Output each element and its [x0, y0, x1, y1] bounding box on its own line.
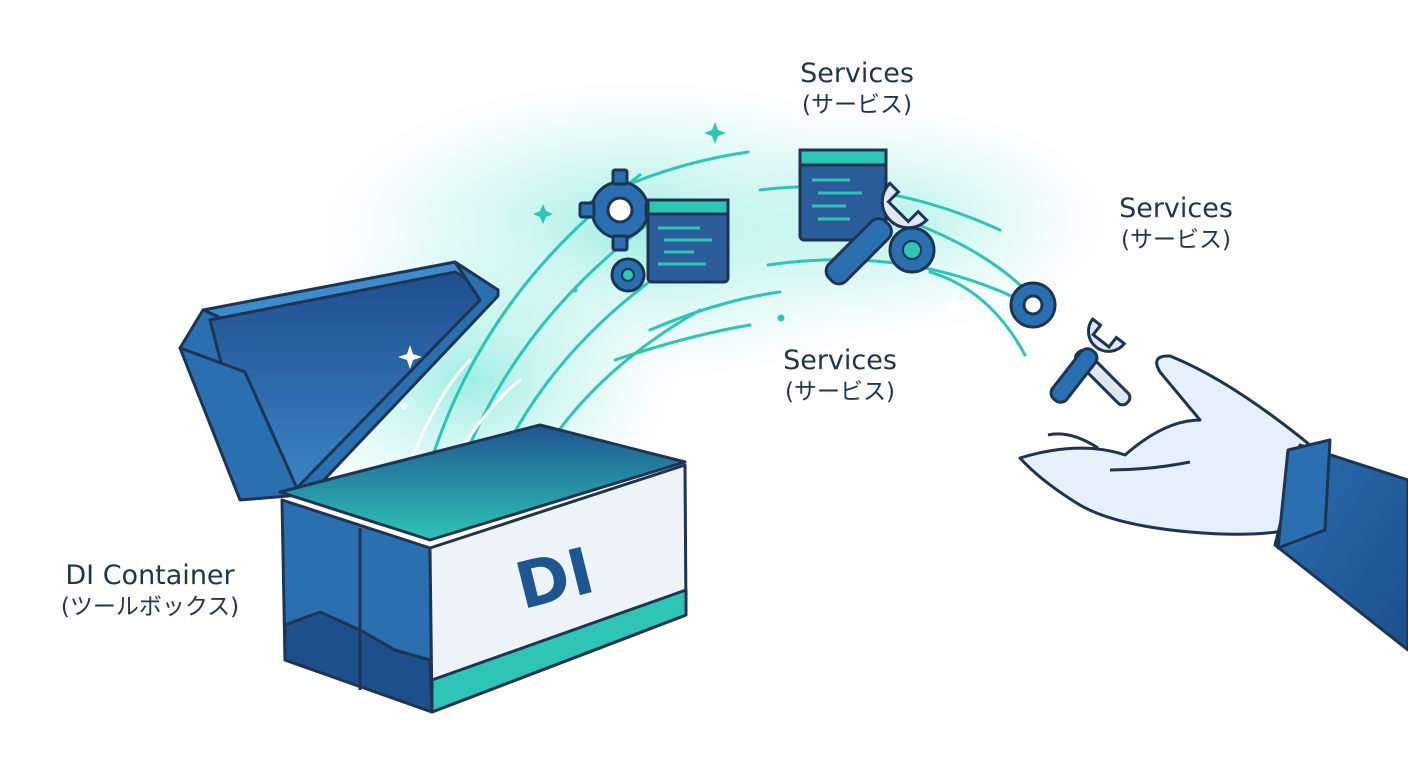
wrench-icon	[824, 181, 929, 286]
service-group-tools	[1009, 281, 1132, 407]
toolbox-icon	[178, 260, 688, 714]
gear-icon	[888, 226, 936, 274]
label-title: DI Container	[65, 560, 235, 591]
service-group-code-wrench	[798, 148, 936, 286]
gear-icon	[610, 257, 646, 293]
label-title: Services	[1119, 193, 1233, 224]
label-subtitle: (サービス)	[1121, 226, 1231, 253]
label-services-middle: Services (サービス)	[740, 345, 940, 406]
label-subtitle: (サービス)	[785, 378, 895, 405]
code-window-icon	[646, 198, 730, 284]
label-subtitle: (サービス)	[802, 91, 912, 118]
service-group-gears-code	[578, 168, 730, 293]
label-title: Services	[783, 345, 897, 376]
label-services-top: Services (サービス)	[757, 58, 957, 119]
label-subtitle: (ツールボックス)	[60, 593, 240, 620]
sparkle-icon	[398, 345, 422, 409]
box-logo: DI	[509, 534, 602, 624]
label-services-right: Services (サービス)	[1076, 193, 1276, 254]
sparkle-icon	[533, 122, 965, 322]
gear-icon	[1009, 281, 1057, 329]
wrench-icon	[1049, 316, 1127, 404]
label-title: Services	[800, 58, 914, 89]
gear-icon	[578, 168, 662, 252]
hand-icon	[1018, 354, 1408, 652]
label-di-container: DI Container (ツールボックス)	[20, 560, 280, 621]
code-window-icon	[798, 148, 888, 242]
